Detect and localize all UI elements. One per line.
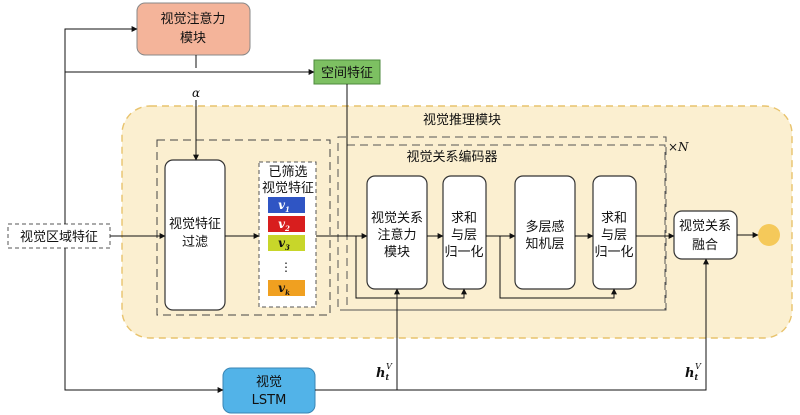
vector-v2-label: v2 [278, 217, 290, 233]
spatial-features-label: 空间特征 [321, 66, 373, 81]
h-t-v-label-left: htV [376, 362, 393, 382]
vector-ellipsis: ⋮ [280, 260, 292, 274]
visual-lstm-label-1: 视觉 [256, 375, 282, 390]
add-norm-1-label-1: 求和 [451, 211, 477, 226]
attention-module-label-1: 视觉注意力 [160, 11, 225, 27]
mlp-label-2: 知机层 [525, 236, 564, 252]
line-region-to-lstm [64, 248, 224, 393]
connection-lines [64, 26, 759, 393]
reasoning-module-title: 视觉推理模块 [423, 113, 501, 128]
add-norm-2-label-2: 与层 [601, 228, 627, 243]
line-region-to-attention [64, 26, 138, 224]
vector-v2 [268, 216, 305, 232]
relation-attention-label-1: 视觉关系 [371, 211, 423, 226]
feature-filter-label-1: 视觉特征 [169, 217, 221, 232]
add-norm-1-label-3: 归一化 [444, 245, 483, 260]
selected-features-label-1: 已筛选 [268, 165, 307, 180]
add-norm-1-label-2: 与层 [451, 228, 477, 243]
vector-vk-label: vk [278, 281, 290, 297]
relation-fusion-label-2: 融合 [692, 238, 718, 253]
vector-v3-label: v3 [278, 236, 290, 252]
line-residual-2 [499, 236, 617, 299]
h-t-v-label-right: htV [685, 362, 702, 382]
vector-v1-label: v1 [278, 198, 290, 214]
relation-attention-label-2: 注意力 [377, 227, 416, 243]
visual-lstm-label-2: LSTM [252, 393, 287, 408]
spatial-features-box [313, 59, 381, 85]
relation-attention-label-3: 模块 [384, 245, 410, 260]
region-features-label: 视觉区域特征 [20, 230, 98, 245]
attention-module [136, 2, 251, 56]
line-residual-1 [355, 236, 467, 299]
relation-fusion-label-1: 视觉关系 [679, 219, 731, 234]
encoder-region [346, 144, 666, 311]
mlp-box [514, 175, 576, 290]
attention-module-label-2: 模块 [180, 31, 206, 46]
add-norm-2-label-1: 求和 [601, 211, 627, 226]
output-circle [758, 224, 780, 246]
add-norm-2-label-3: 归一化 [594, 245, 633, 260]
line-lstm-to-fusion [315, 258, 709, 391]
repeat-n-label: ×N [668, 140, 689, 154]
mlp-label-1: 多层感 [525, 219, 564, 235]
filter-region [156, 139, 331, 316]
vector-vk [268, 280, 305, 296]
selected-features-label-2: 视觉特征 [262, 181, 314, 196]
encoder-region-back [337, 136, 667, 311]
feature-filter-label-2: 过滤 [182, 235, 208, 250]
vector-v1 [268, 197, 305, 213]
vector-v3 [268, 235, 305, 251]
region-features-box [7, 223, 111, 249]
alpha-label: α [192, 86, 200, 100]
encoder-title: 视觉关系编码器 [406, 150, 497, 165]
